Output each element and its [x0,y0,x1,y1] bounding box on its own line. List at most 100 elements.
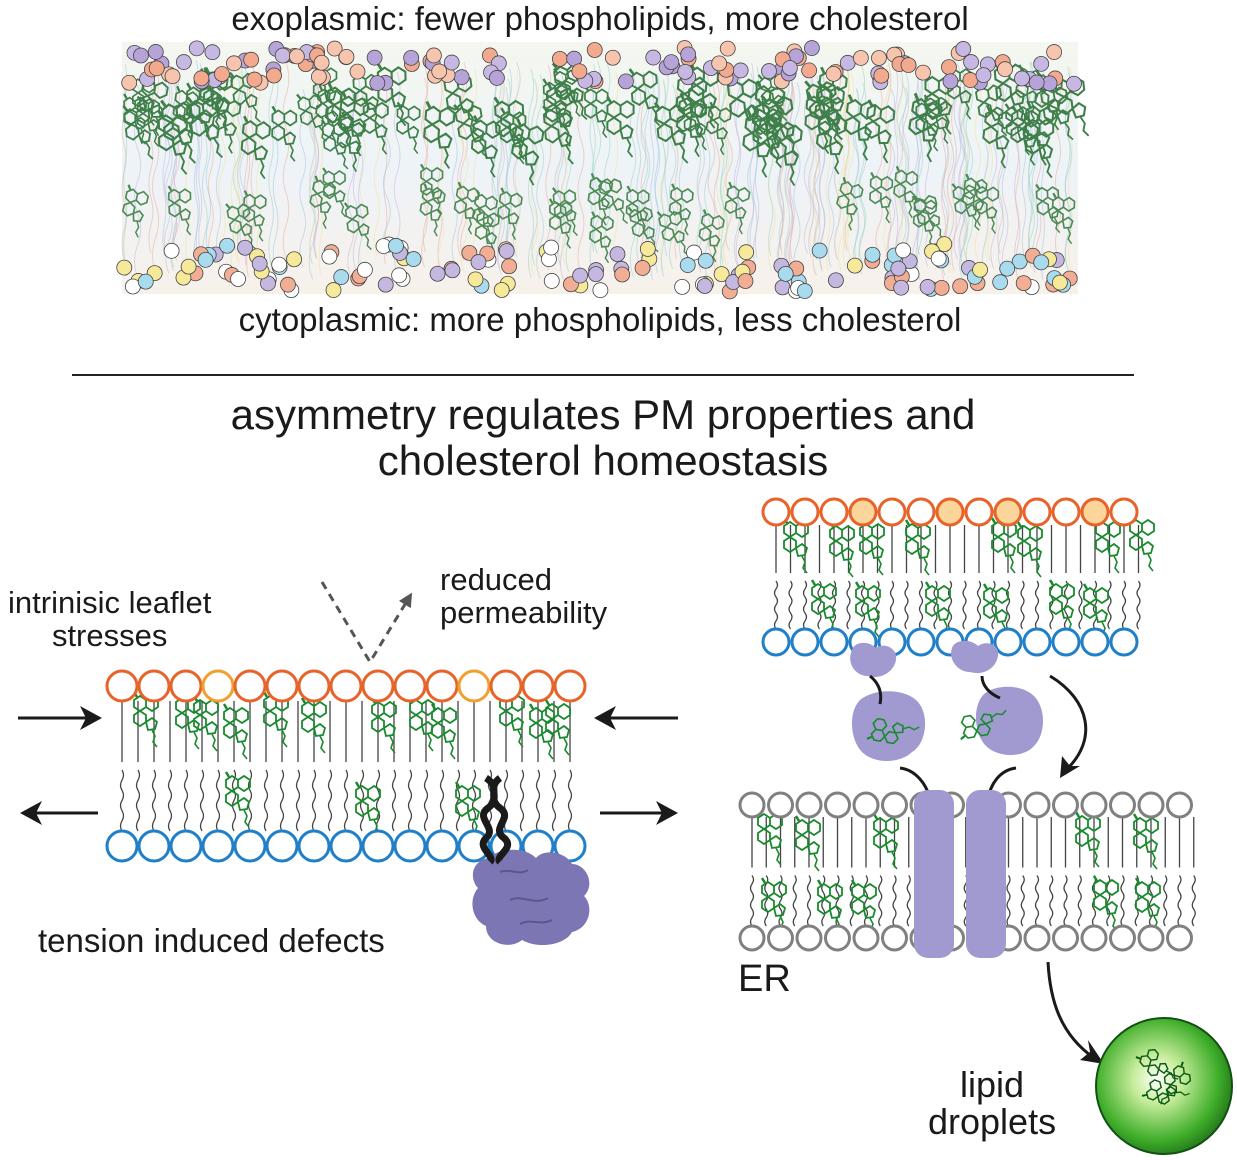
phospholipid-headgroup [361,669,395,703]
cholesterol-molecule [869,171,894,224]
tension-defects-label: tension induced defects [38,922,385,959]
permeability-deflection-arrow [320,581,413,665]
cholesterol-molecule [309,175,337,229]
cholesterol-molecule [1094,517,1121,574]
phospholipid-headgroup [767,924,794,952]
phospholipid-headgroup [795,791,823,819]
phospholipid-headgroup [993,627,1023,657]
phospholipid-headgroup [1109,627,1139,657]
lipid-droplets-label: lipid droplets [928,1066,1056,1140]
sterol-transfer-protein-right [951,640,1043,958]
phospholipid-headgroup [852,791,880,819]
phospholipid-headgroup [137,829,171,863]
phospholipid-headgroup [329,669,363,703]
phospholipid-headgroup [1023,791,1051,819]
cholesterol-molecule [542,105,574,165]
cholesterol-molecule [1135,1048,1179,1080]
cholesterol-molecule [854,581,881,638]
cholesterol-molecule [698,209,725,263]
cholesterol-molecule [470,115,501,178]
cholesterol-molecule [343,202,372,251]
phospholipid-headgroup [425,829,459,863]
phospholipid-headgroup [738,791,766,819]
stresses-line-2: stresses [51,618,168,653]
phospholipid-headgroup [393,669,427,703]
phospholipid-headgroup [790,497,820,527]
phospholipid-headgroup [201,669,235,703]
phospholipid-headgroup [233,829,267,863]
phospholipid-headgroup [881,791,908,819]
cholesterol-molecule [675,92,708,158]
phospholipid-headgroup [824,924,851,952]
cholesterol-molecule [1128,515,1155,572]
cholesterol-molecule [454,781,481,838]
cholesterol-molecule [794,815,821,872]
phospholipid-headgroup [329,829,363,863]
cholesterol-molecule [975,182,1000,234]
phospholipid-headgroup [457,669,491,703]
cholesterol-molecule [553,68,581,117]
cholesterol-molecule [1048,579,1075,636]
cholesterol-molecule [510,118,545,186]
phospholipid-headgroup [521,669,555,703]
phospholipid-headgroup [790,627,820,657]
phospholipid-headgroup [993,497,1023,527]
phospholipid-headgroup [137,669,171,703]
cholesterol-molecule [322,167,347,218]
cholesterol-molecule [589,211,614,264]
phospholipid-headgroup [1051,497,1081,527]
cholesterol-molecule [453,104,489,159]
phospholipid-headgroup [1080,627,1110,657]
cholesterol-molecule [430,703,457,760]
phospholipid-headgroup [761,497,791,527]
phospholipid-headgroup [1166,791,1193,819]
cholesterol-molecule [742,109,776,178]
phospholipid-headgroup [1109,791,1136,819]
phospholipid-headgroup [906,627,936,657]
md-simulation-snapshot [116,40,1090,300]
cholesterol-molecule [1092,875,1119,932]
cholesterol-molecule [951,183,980,231]
phospholipid-headgroup [761,627,791,657]
cholesterol-molecule [1074,811,1101,868]
phospholipid-headgroup [1022,627,1052,657]
phospholipid-headgroup [877,497,907,527]
cholesterol-molecule [408,695,435,752]
plasma-membrane-upper [761,497,1155,657]
cholesterol-molecule [872,813,899,870]
cholesterol-molecule [587,173,614,226]
cholesterol-molecule [724,181,751,235]
phospholipid-headgroup [489,669,523,703]
phospholipid-headgroup [393,829,427,863]
phospholipid-headgroup [1166,924,1193,952]
tension-arrow-right [600,801,678,825]
cholesterol-molecule [961,173,988,227]
cholesterol-molecule [836,176,864,231]
cholesterol-molecule [271,105,298,162]
cholesterol-molecule [354,781,381,838]
phospholipid-headgroup [265,829,299,863]
cholesterol-molecule [990,517,1017,574]
cholesterol-molecule [1141,1079,1190,1105]
cholesterol-molecule [123,93,147,145]
transferred-cholesterol [866,709,1007,745]
cholesterol-molecule [423,100,456,169]
cholesterol-molecule [548,198,573,249]
cholesterol-molecule [528,703,555,760]
cholesterol-molecule [211,93,242,154]
cholesterol-molecule [1051,192,1076,245]
cholesterol-molecule [1038,85,1074,141]
er-to-droplet-arrow [1046,961,1104,1064]
cholesterol-molecule [1132,813,1159,870]
section-heading: asymmetry regulates PM properties and ch… [0,392,1206,484]
stresses-line-1: intrinisic leaflet [8,585,212,620]
cholesterol-molecule [982,104,1014,169]
phospholipid-headgroup [105,669,139,703]
cholesterol-molecule [816,66,848,131]
cholesterol-molecule [172,85,199,140]
phospholipid-headgroup [964,497,994,527]
cholesterol-molecule [337,90,370,157]
phospholipid-headgroup [553,669,587,703]
